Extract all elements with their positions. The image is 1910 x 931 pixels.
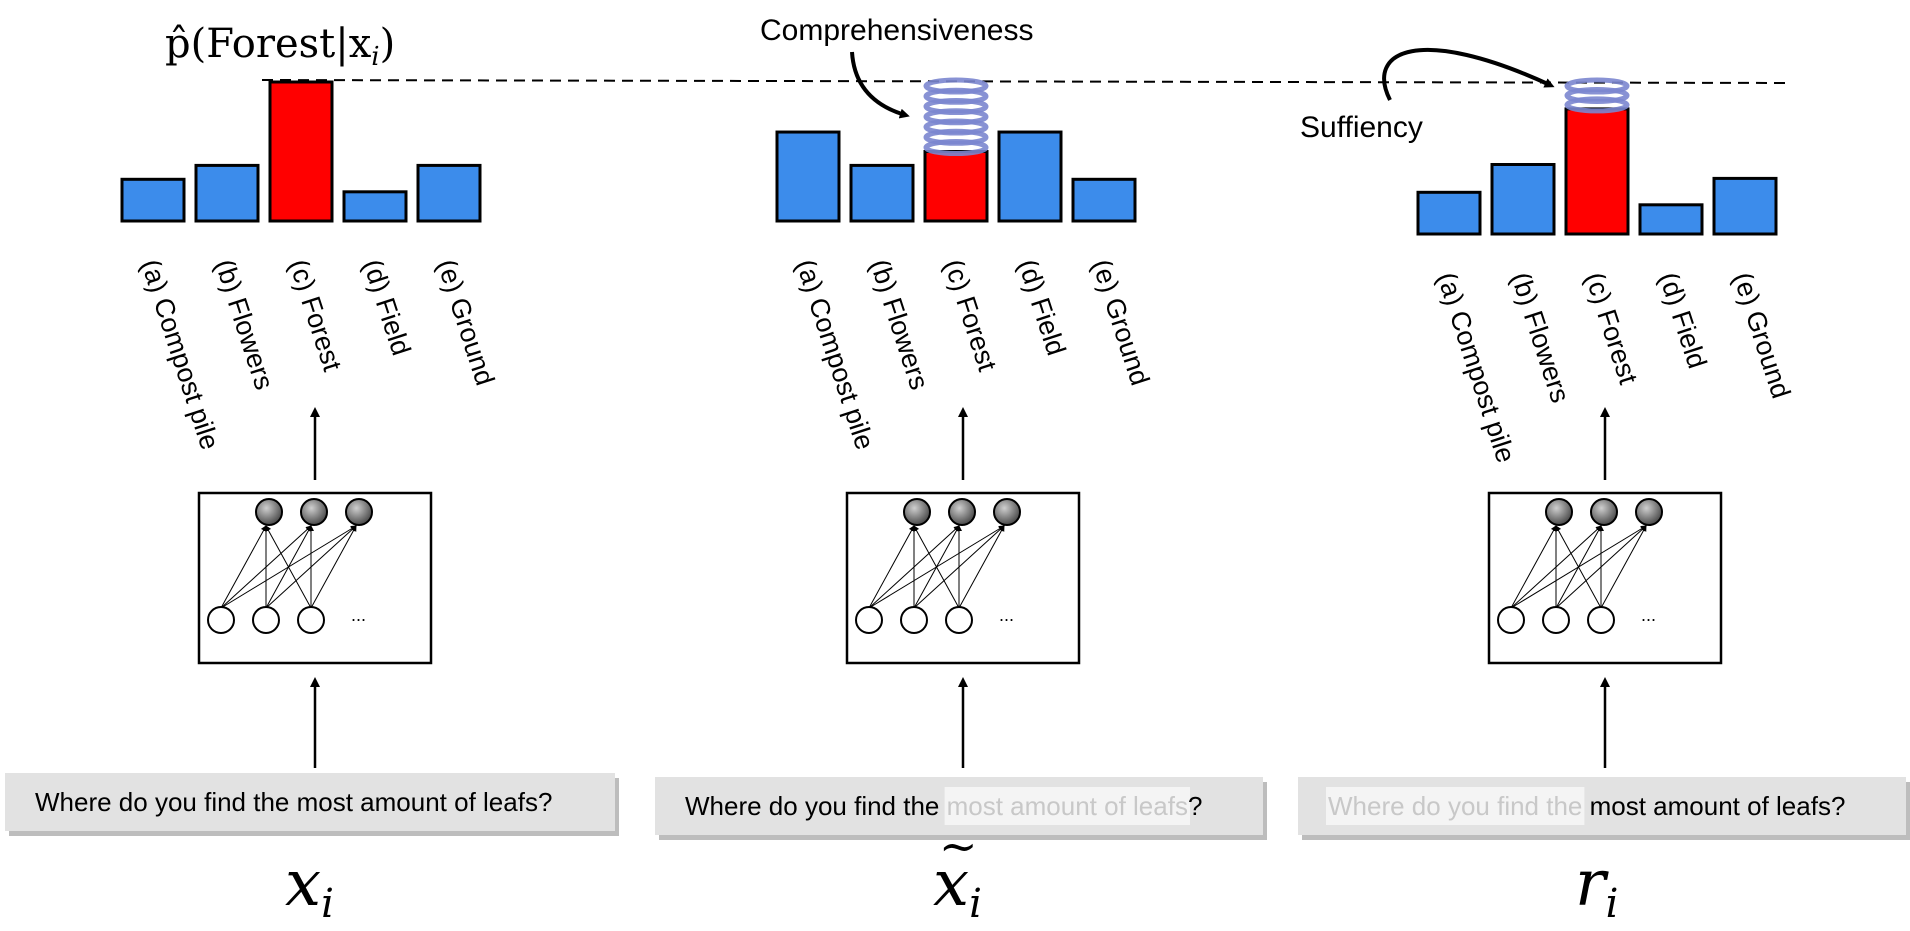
category-label: (d) Field — [357, 256, 416, 359]
network-edge — [310, 525, 357, 609]
hidden-node — [1590, 498, 1618, 526]
network-edge — [1510, 525, 1557, 609]
spring-icon — [1564, 77, 1630, 114]
symbol-tilde-accent: ~ — [939, 819, 978, 873]
bar — [120, 177, 186, 223]
network-ellipsis: ... — [999, 605, 1014, 625]
category-label: (c) Forest — [938, 256, 1002, 376]
spring-coil — [1564, 77, 1630, 95]
bar-highlight — [268, 80, 334, 223]
question-text: Where do you find the most amount of lea… — [35, 787, 552, 817]
hidden-node — [948, 498, 976, 526]
input-node — [945, 606, 973, 634]
question-box: Where do you find the most amount of lea… — [655, 777, 1267, 840]
input-node — [855, 606, 883, 634]
bar — [1416, 190, 1482, 236]
category-label: (c) Forest — [283, 256, 347, 376]
question-text: Where do you find the most amount of lea… — [685, 791, 1202, 821]
hidden-node — [903, 498, 931, 526]
input-node — [297, 606, 325, 634]
category-label: (b) Flowers — [209, 256, 279, 394]
question-background — [5, 773, 615, 831]
question-text: Where do you find the most amount of lea… — [1328, 791, 1845, 821]
visible-tokens: Where do you find the most amount of lea… — [35, 787, 552, 817]
network-edge — [958, 525, 1005, 609]
spring-coil — [1564, 86, 1630, 104]
bar-highlight — [1564, 107, 1630, 236]
masked-tokens: most amount of leafs — [947, 791, 1188, 821]
bar — [775, 130, 841, 223]
hidden-node — [993, 498, 1021, 526]
bar — [1638, 203, 1704, 236]
panel-symbol: xi — [285, 847, 334, 927]
bar — [1071, 177, 1137, 223]
network-edge — [913, 525, 960, 609]
bar — [1490, 163, 1556, 236]
hidden-node — [1635, 498, 1663, 526]
input-node — [252, 606, 280, 634]
bar — [194, 163, 260, 223]
bar — [416, 163, 482, 223]
bar — [849, 163, 915, 223]
network-edge — [868, 525, 915, 609]
spring-coil — [1564, 96, 1630, 114]
header-probability-label: p̂(Forest|xi) — [165, 21, 395, 72]
category-label: (d) Field — [1012, 256, 1071, 359]
category-label: (b) Flowers — [1505, 269, 1575, 407]
bar — [997, 130, 1063, 223]
sufficiency-arrow — [1382, 47, 1555, 101]
input-node — [1587, 606, 1615, 634]
comprehensiveness-label: Comprehensiveness — [760, 14, 1033, 47]
input-node — [207, 606, 235, 634]
category-label: (b) Flowers — [864, 256, 934, 394]
panel-sufficiency: (a) Compost pile(b) Flowers(c) Forest(d)… — [1298, 77, 1910, 927]
input-node — [900, 606, 928, 634]
category-label: (a) Compost pile — [790, 256, 880, 454]
masked-highlight — [1326, 787, 1585, 825]
network-edge — [220, 525, 267, 609]
input-node — [1497, 606, 1525, 634]
category-label: (e) Ground — [431, 256, 500, 389]
panel-symbol: ri — [1575, 847, 1618, 927]
panel-comprehensiveness: (a) Compost pile(b) Flowers(c) Forest(d)… — [655, 77, 1267, 927]
spring-icon — [923, 77, 989, 156]
bar — [1712, 176, 1778, 236]
category-label: (e) Ground — [1086, 256, 1155, 389]
sufficiency-label: Suffiency — [1300, 111, 1423, 144]
category-label: (a) Compost pile — [1431, 269, 1521, 467]
category-label: (d) Field — [1653, 269, 1712, 372]
reference-dashed-line — [261, 79, 1791, 84]
visible-tokens: ? — [1188, 791, 1202, 821]
network-edge — [1555, 525, 1602, 609]
question-box: Where do you find the most amount of lea… — [1298, 777, 1910, 840]
comprehensiveness-arrow — [850, 51, 910, 119]
masked-tokens: Where do you find the — [1328, 791, 1582, 821]
bar — [342, 190, 408, 223]
hidden-node — [1545, 498, 1573, 526]
masked-highlight — [944, 787, 1190, 825]
network-edge — [1600, 525, 1647, 609]
visible-tokens: most amount of leafs? — [1582, 791, 1845, 821]
hidden-node — [300, 498, 328, 526]
category-label: (e) Ground — [1727, 269, 1796, 402]
network-edge — [265, 525, 312, 609]
question-box: Where do you find the most amount of lea… — [5, 773, 619, 836]
network-ellipsis: ... — [1641, 605, 1656, 625]
category-label: (a) Compost pile — [135, 256, 225, 454]
category-label: (c) Forest — [1579, 269, 1643, 389]
network-ellipsis: ... — [351, 605, 366, 625]
input-node — [1542, 606, 1570, 634]
bar-highlight — [923, 150, 989, 223]
spring-coil — [923, 139, 989, 156]
panels-group: (a) Compost pile(b) Flowers(c) Forest(d)… — [5, 77, 1910, 927]
visible-tokens: Where do you find the — [685, 791, 947, 821]
hidden-node — [345, 498, 373, 526]
panel-original: (a) Compost pile(b) Flowers(c) Forest(d)… — [5, 80, 619, 927]
panel-symbol: xi — [933, 847, 982, 927]
hidden-node — [255, 498, 283, 526]
